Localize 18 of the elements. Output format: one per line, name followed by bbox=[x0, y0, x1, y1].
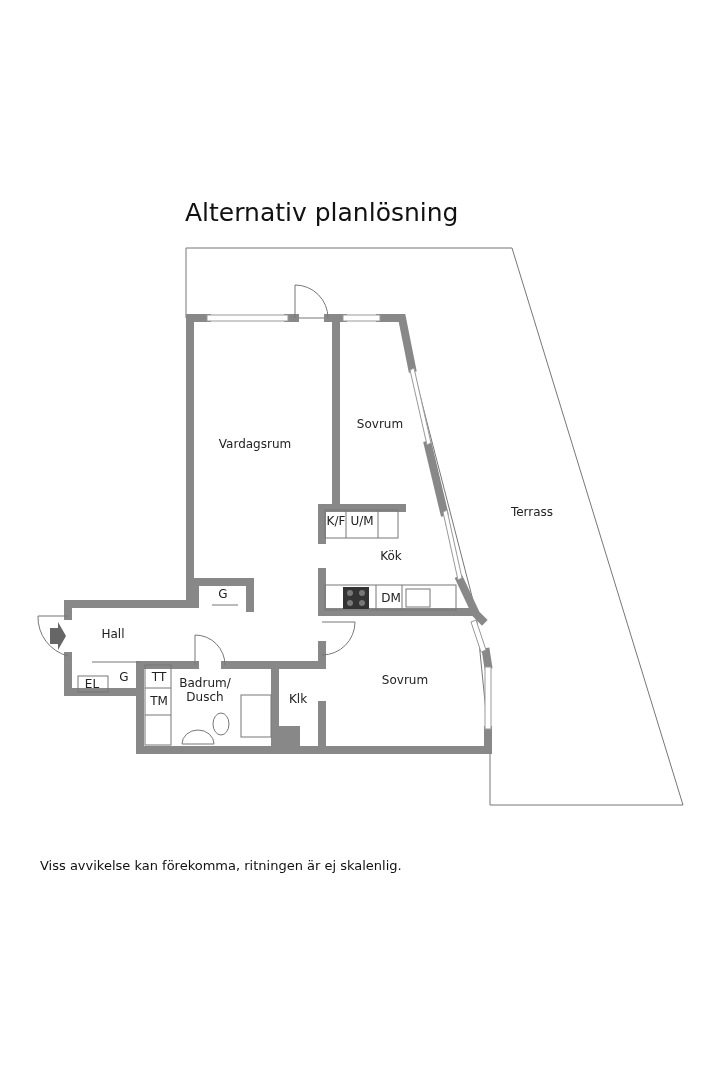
fixture-label: K/F bbox=[326, 514, 346, 528]
fixture-label: TT bbox=[151, 670, 167, 684]
fixture-label: U/M bbox=[350, 514, 374, 528]
room-label: Sovrum bbox=[356, 417, 404, 431]
room-label: Sovrum bbox=[381, 673, 429, 687]
fixture-label: DM bbox=[381, 591, 401, 605]
fixture-label: EL bbox=[84, 677, 100, 691]
room-label: G bbox=[119, 670, 129, 684]
disclaimer-note: Viss avvikelse kan förekomma, ritningen är ej skalenlig. bbox=[40, 858, 402, 873]
room-label: Vardagsrum bbox=[218, 437, 292, 451]
room-label: Klk bbox=[288, 692, 308, 706]
room-label: Badrum/ Dusch bbox=[178, 676, 232, 704]
room-label: G bbox=[218, 587, 228, 601]
room-label: Terrass bbox=[510, 505, 554, 519]
plan-title: Alternativ planlösning bbox=[185, 198, 459, 227]
room-label: Hall bbox=[101, 627, 125, 641]
room-label: Kök bbox=[380, 549, 402, 563]
fixture-label: TM bbox=[150, 694, 168, 708]
